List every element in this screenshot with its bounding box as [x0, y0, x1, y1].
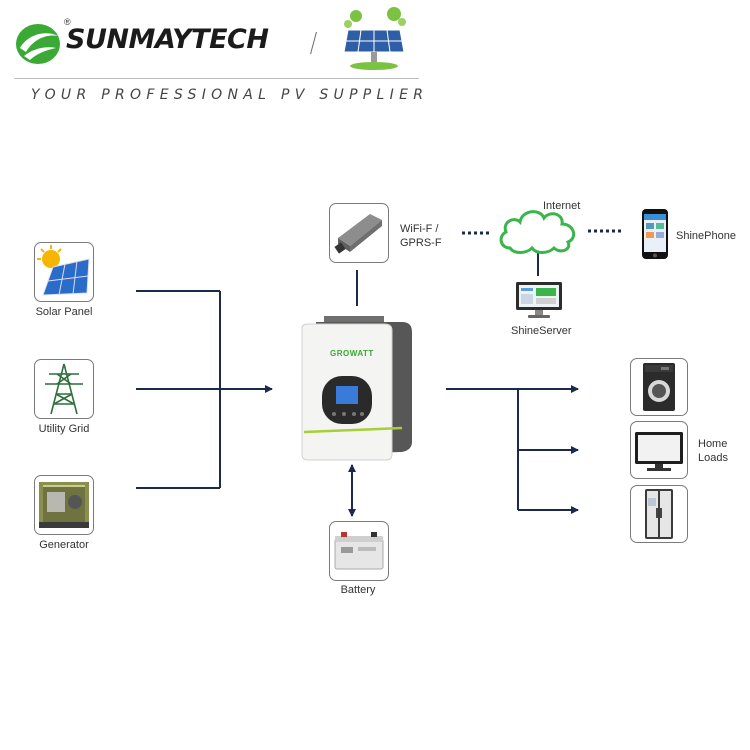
washing-machine-box [630, 358, 688, 416]
television-icon [635, 432, 683, 471]
shinephone-label: ShinePhone [676, 230, 736, 242]
wifi-module-icon [334, 214, 382, 254]
internet-label: Internet [543, 200, 581, 212]
washing-machine-icon [643, 363, 675, 411]
television-box [630, 421, 688, 479]
wifi-module-box [329, 203, 389, 263]
utility-grid-box [34, 359, 94, 419]
battery-box [329, 521, 389, 581]
inverter-icon [301, 316, 412, 461]
inverter-brand-label: GROWATT [330, 349, 374, 358]
solar-tree-logo-icon [338, 6, 410, 72]
utility-grid-label: Utility Grid [38, 423, 90, 435]
registered-mark: ® [64, 17, 71, 27]
internet-cloud-icon [496, 204, 580, 256]
power-tower-icon [45, 363, 83, 415]
header-divider [14, 78, 419, 79]
shineserver-label: ShineServer [511, 325, 572, 337]
generator-label: Generator [39, 539, 89, 551]
inverter-unit: GROWATT [298, 316, 414, 466]
battery-label: Battery [340, 584, 376, 596]
refrigerator-icon [645, 489, 673, 539]
slogan: YOUR PROFESSIONAL PV SUPPLIER [31, 87, 429, 103]
battery-icon [334, 532, 384, 570]
module-label-line2: GPRS-F [400, 237, 442, 249]
refrigerator-box [630, 485, 688, 543]
brand-logo-icon [14, 22, 62, 66]
home-loads-label-line1: Home [698, 438, 728, 450]
module-label-line1: WiFi-F / [400, 223, 439, 235]
generator-box [34, 475, 94, 535]
monitor-icon [514, 280, 564, 320]
solar-panel-icon [37, 245, 90, 296]
brand-name: SUNMAYTECH [66, 24, 269, 55]
home-loads-label-line2: Loads [698, 452, 728, 464]
solar-panel-label: Solar Panel [35, 306, 93, 318]
solar-panel-box [34, 242, 94, 302]
generator-icon [39, 482, 89, 528]
smartphone-icon [641, 208, 669, 260]
